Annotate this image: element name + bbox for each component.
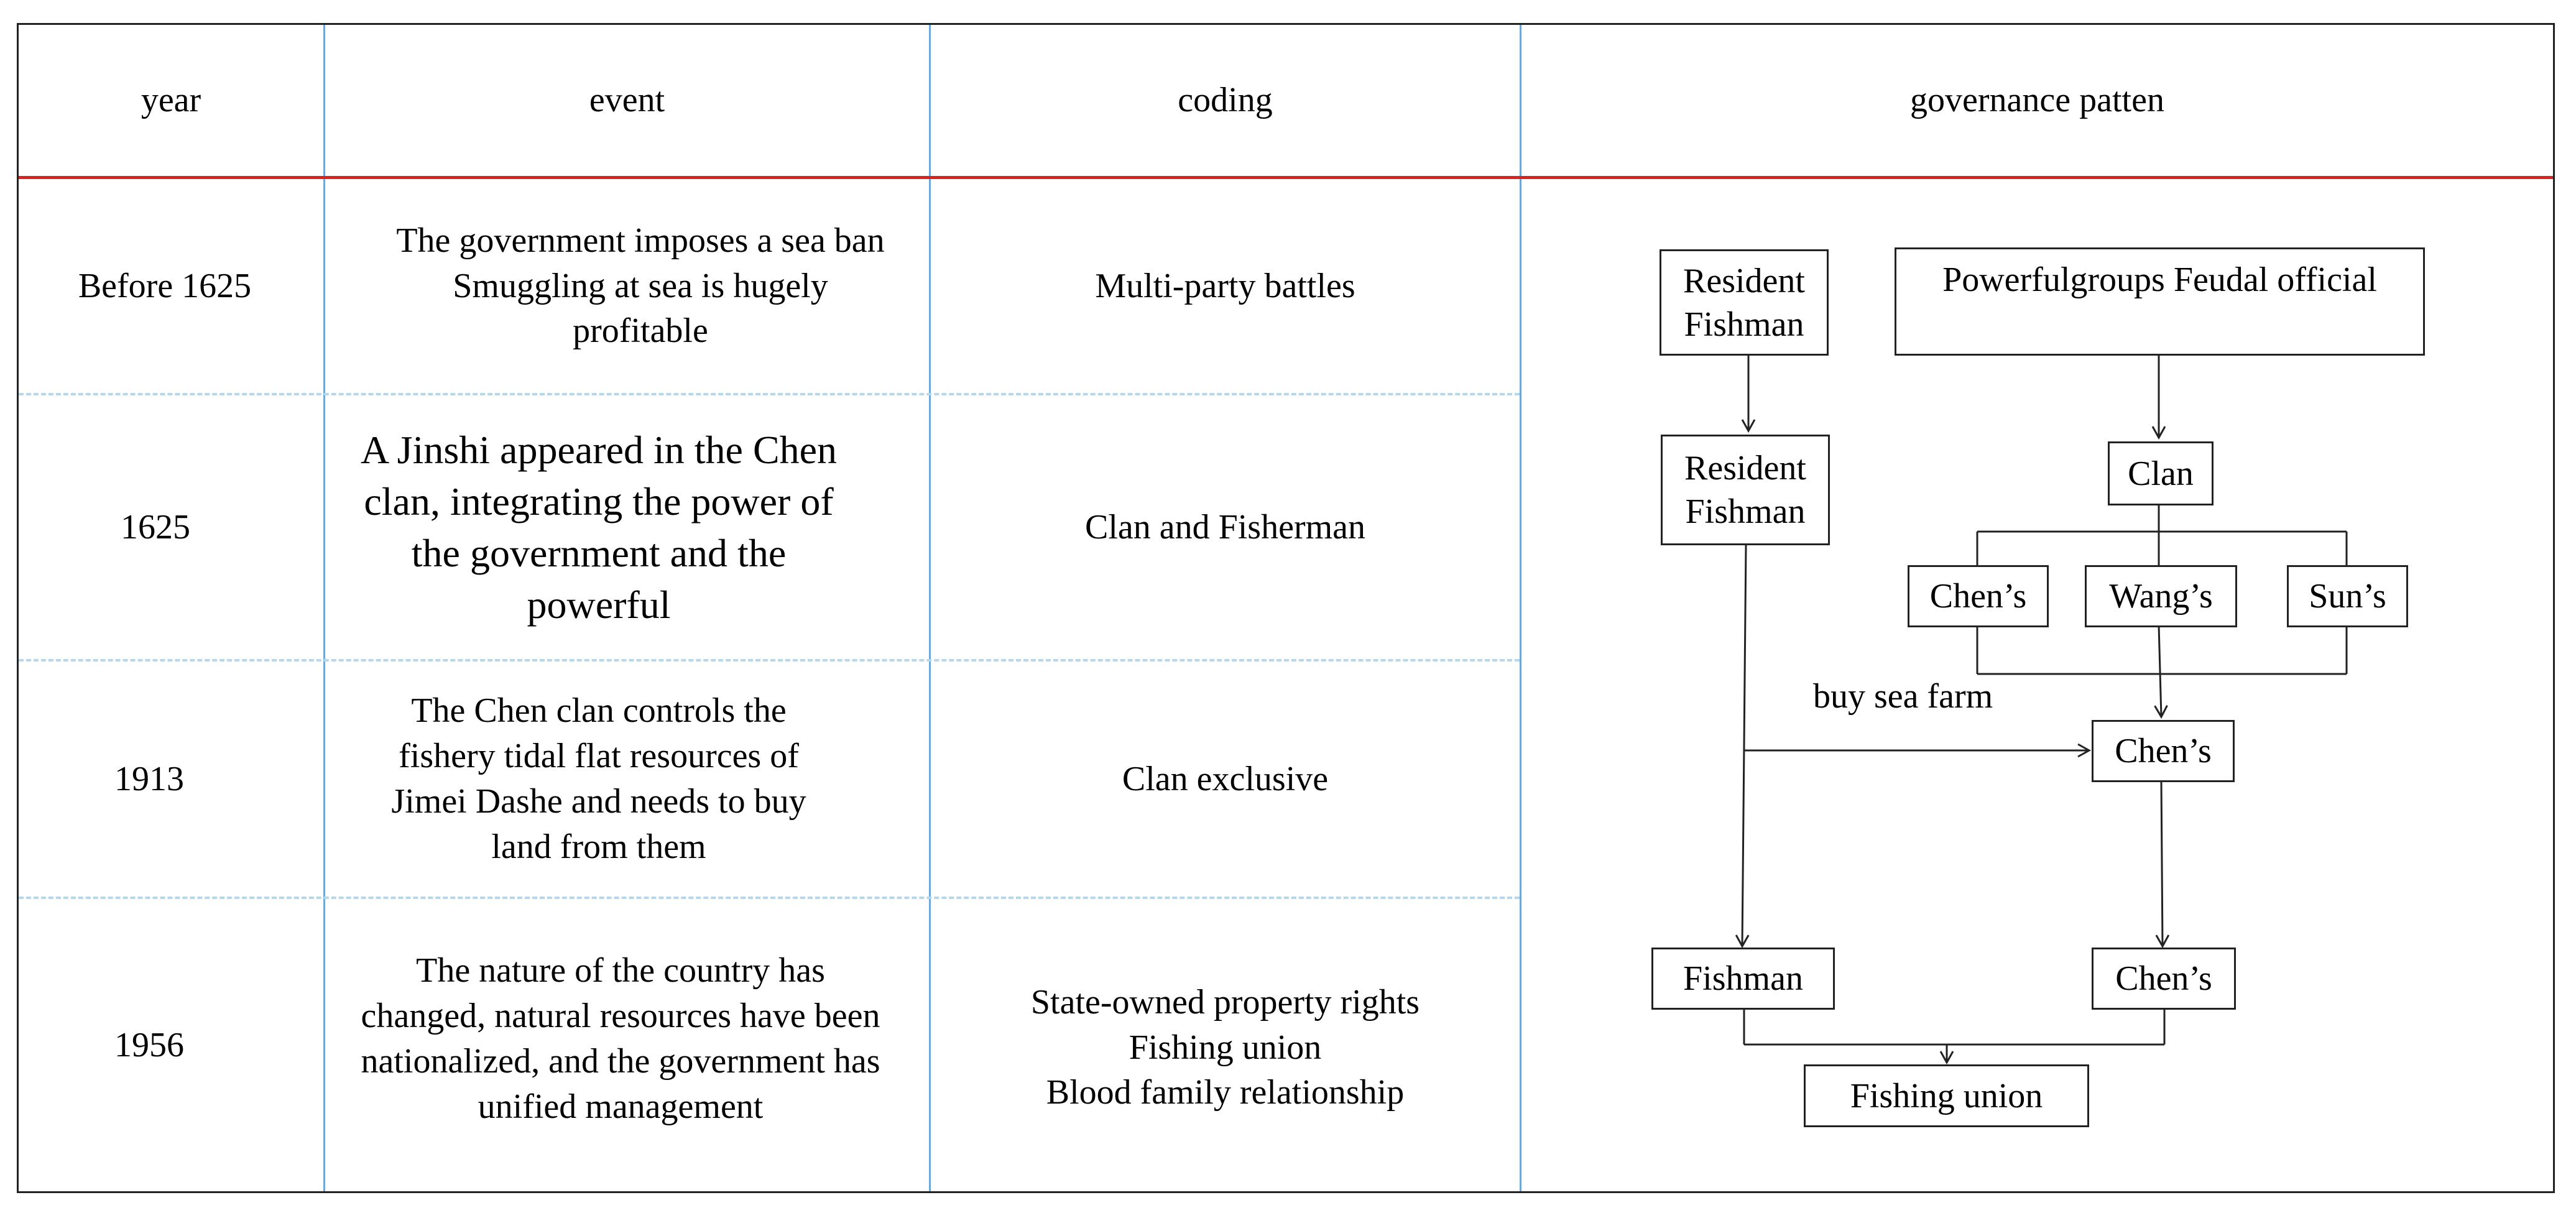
row-event: A Jinshi appeared in the Chen clan, inte…	[360, 427, 838, 627]
row-year: 1913	[114, 759, 184, 798]
resident-fishman-box: Resident Fishman	[1661, 435, 1830, 545]
row-year: Before 1625	[78, 266, 252, 305]
buy-sea-farm-label: buy sea farm	[1813, 677, 1993, 716]
chens-box: Chen’s	[2092, 720, 2235, 782]
resident-fishman-box: Resident Fishman	[1660, 249, 1829, 356]
chens-box: Chen’s	[2092, 948, 2236, 1010]
row-coding: State-owned property rights Fishing unio…	[1030, 982, 1420, 1112]
suns-box: Sun’s	[2287, 565, 2408, 627]
column-divider	[1520, 25, 1521, 1191]
row-coding: Multi-party battles	[1095, 266, 1355, 305]
header-event: event	[589, 81, 665, 120]
row-separator	[19, 897, 1520, 899]
clan-box: Clan	[2108, 441, 2214, 505]
row-event: The government imposes a sea ban Smuggli…	[396, 221, 885, 351]
header-separator	[19, 176, 2553, 179]
arrow-line	[2154, 625, 2168, 719]
column-divider	[929, 25, 931, 1191]
row-year: 1625	[121, 507, 190, 547]
row-coding: Clan and Fisherman	[1084, 507, 1366, 547]
powerful-groups-box: Powerfulgroups Feudal official	[1895, 247, 2425, 356]
fishing-union-box: Fishing union	[1804, 1064, 2089, 1127]
wangs-box: Wang’s	[2085, 565, 2237, 627]
row-event: The nature of the country has changed, n…	[361, 951, 880, 1126]
row-coding: Clan exclusive	[1122, 759, 1329, 798]
header-governance: governance patten	[1910, 81, 2164, 120]
row-event: The Chen clan controls the fishery tidal…	[391, 691, 806, 866]
row-separator	[19, 659, 1520, 662]
fishman-box: Fishman	[1651, 948, 1835, 1010]
header-coding: coding	[1178, 81, 1273, 120]
arrow-line	[2155, 780, 2170, 949]
column-divider	[323, 25, 325, 1191]
arrow-line	[1735, 545, 1750, 949]
row-separator	[19, 393, 1520, 395]
chens-box: Chen’s	[1908, 565, 2049, 627]
header-year: year	[141, 81, 201, 120]
row-year: 1956	[114, 1025, 184, 1064]
table-border	[17, 23, 2555, 1193]
